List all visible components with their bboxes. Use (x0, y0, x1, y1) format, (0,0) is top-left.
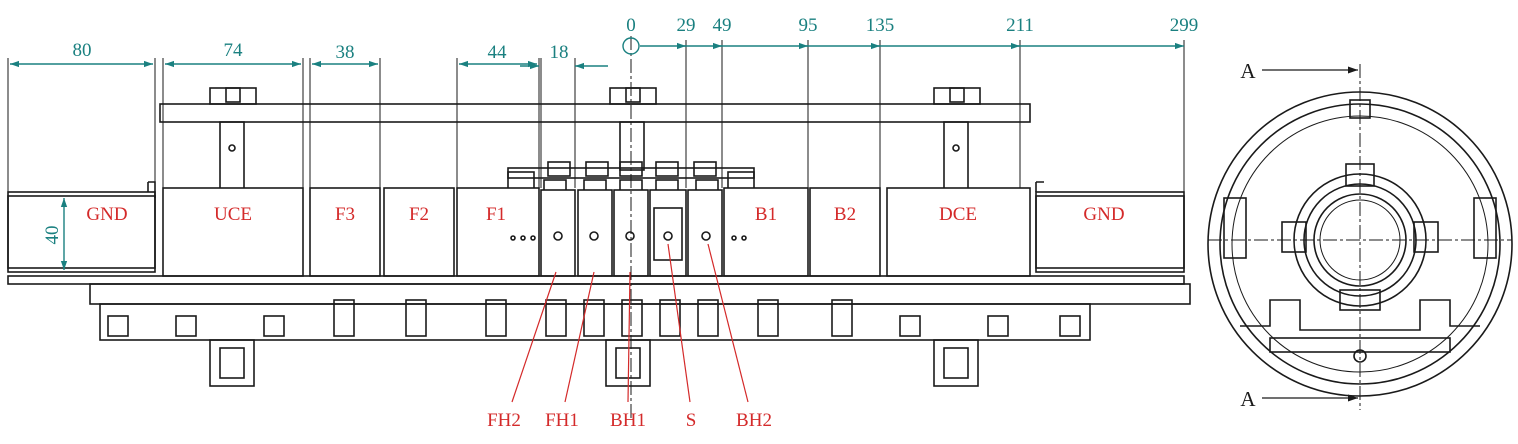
block-gnd-right (1035, 191, 1185, 273)
dim-label-80: 80 (73, 40, 92, 61)
section-view: A A (1207, 59, 1513, 411)
dim-label-135: 135 (866, 15, 895, 36)
label-uce: UCE (214, 204, 252, 225)
side-view: 80 74 38 44 18 0 29 49 95 135 211 299 40… (7, 15, 1198, 431)
base-foot-right (933, 339, 979, 387)
top-rail (159, 103, 1031, 123)
block-fh1 (577, 189, 613, 277)
callout-s: S (686, 410, 697, 431)
clamp-center (609, 87, 657, 171)
block-b1 (723, 187, 809, 277)
dim-label-44: 44 (488, 42, 508, 63)
label-dce: DCE (939, 204, 977, 225)
dim-label-211: 211 (1006, 15, 1034, 36)
label-f2: F2 (409, 204, 429, 225)
label-b1: B1 (755, 204, 777, 225)
electrode-labels: GND UCE F3 F2 F1 B1 B2 DCE GND (86, 204, 1124, 225)
callout-fh2: FH2 (487, 410, 521, 431)
base-foot-left (209, 339, 255, 387)
callout-bh1: BH1 (610, 410, 646, 431)
base-frame (7, 275, 1191, 387)
callout-bh2: BH2 (736, 410, 772, 431)
origin-symbol (622, 37, 640, 55)
clamp-left (209, 87, 257, 191)
dim-label-38: 38 (336, 42, 355, 63)
section-mark-bottom: A (1240, 387, 1256, 411)
callouts: FH2 FH1 BH1 S BH2 (487, 243, 772, 431)
dim-label-18: 18 (550, 42, 569, 63)
label-f1: F1 (486, 204, 506, 225)
dim-label-299: 299 (1170, 15, 1199, 36)
label-gnd-left: GND (86, 204, 127, 225)
block-b2 (809, 187, 881, 277)
block-f2 (383, 187, 455, 277)
block-dce (886, 187, 1031, 277)
construction-lines (7, 36, 1185, 420)
label-f3: F3 (335, 204, 355, 225)
dim-label-40: 40 (42, 226, 63, 245)
block-bh2 (687, 189, 723, 277)
block-f1 (456, 187, 540, 277)
electrode-blocks (7, 181, 1185, 277)
dim-label-49: 49 (713, 15, 732, 36)
label-b2: B2 (834, 204, 856, 225)
dim-label-95: 95 (799, 15, 818, 36)
clamp-right (933, 87, 981, 191)
dim-label-0: 0 (626, 15, 636, 36)
dim-label-74: 74 (224, 40, 244, 61)
dimension-labels: 80 74 38 44 18 0 29 49 95 135 211 299 40 (42, 15, 1198, 245)
block-gnd-left (7, 191, 156, 273)
block-fh2 (540, 189, 576, 277)
block-f3 (309, 187, 381, 277)
section-mark-top: A (1240, 59, 1256, 83)
dimension-lines (10, 37, 1184, 270)
dim-label-29: 29 (677, 15, 696, 36)
block-uce (162, 187, 304, 277)
block-s (649, 189, 687, 277)
label-gnd-right: GND (1083, 204, 1124, 225)
callout-fh1: FH1 (545, 410, 579, 431)
